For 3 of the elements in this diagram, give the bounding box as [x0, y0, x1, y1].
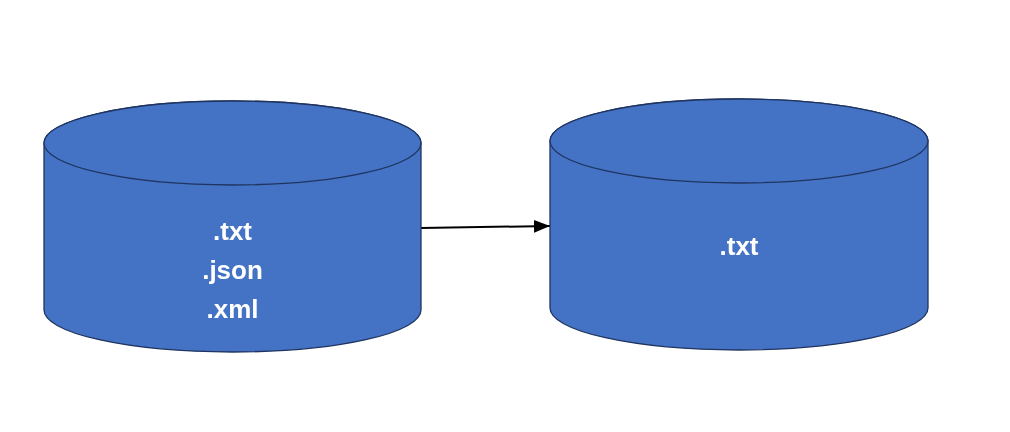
file-extension-list: .txt .json .xml — [194, 211, 271, 329]
arrow — [420, 219, 551, 233]
file-extension-list: .txt — [700, 226, 778, 266]
